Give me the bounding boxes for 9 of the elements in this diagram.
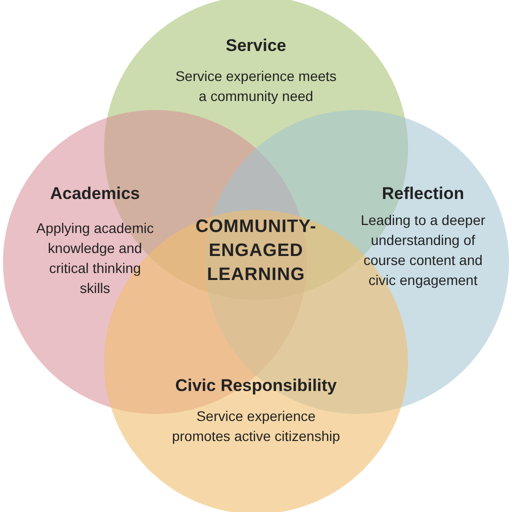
circle-heading: Academics [49, 184, 141, 204]
circle-heading: Civic Responsibility [174, 376, 338, 396]
circle-description: Service experience meets a community need [174, 67, 338, 106]
circle-description: Leading to a deeper understanding of course content and civic engagement [360, 211, 486, 290]
circle-heading: Service [224, 36, 288, 56]
circle-description: Service experience promotes active citizenship [171, 407, 341, 446]
circle-heading: Reflection [380, 184, 466, 204]
center-title: COMMUNITY-ENGAGED LEARNING [194, 215, 318, 286]
circle-description: Applying academic knowledge and critical thinking skills [35, 219, 155, 298]
